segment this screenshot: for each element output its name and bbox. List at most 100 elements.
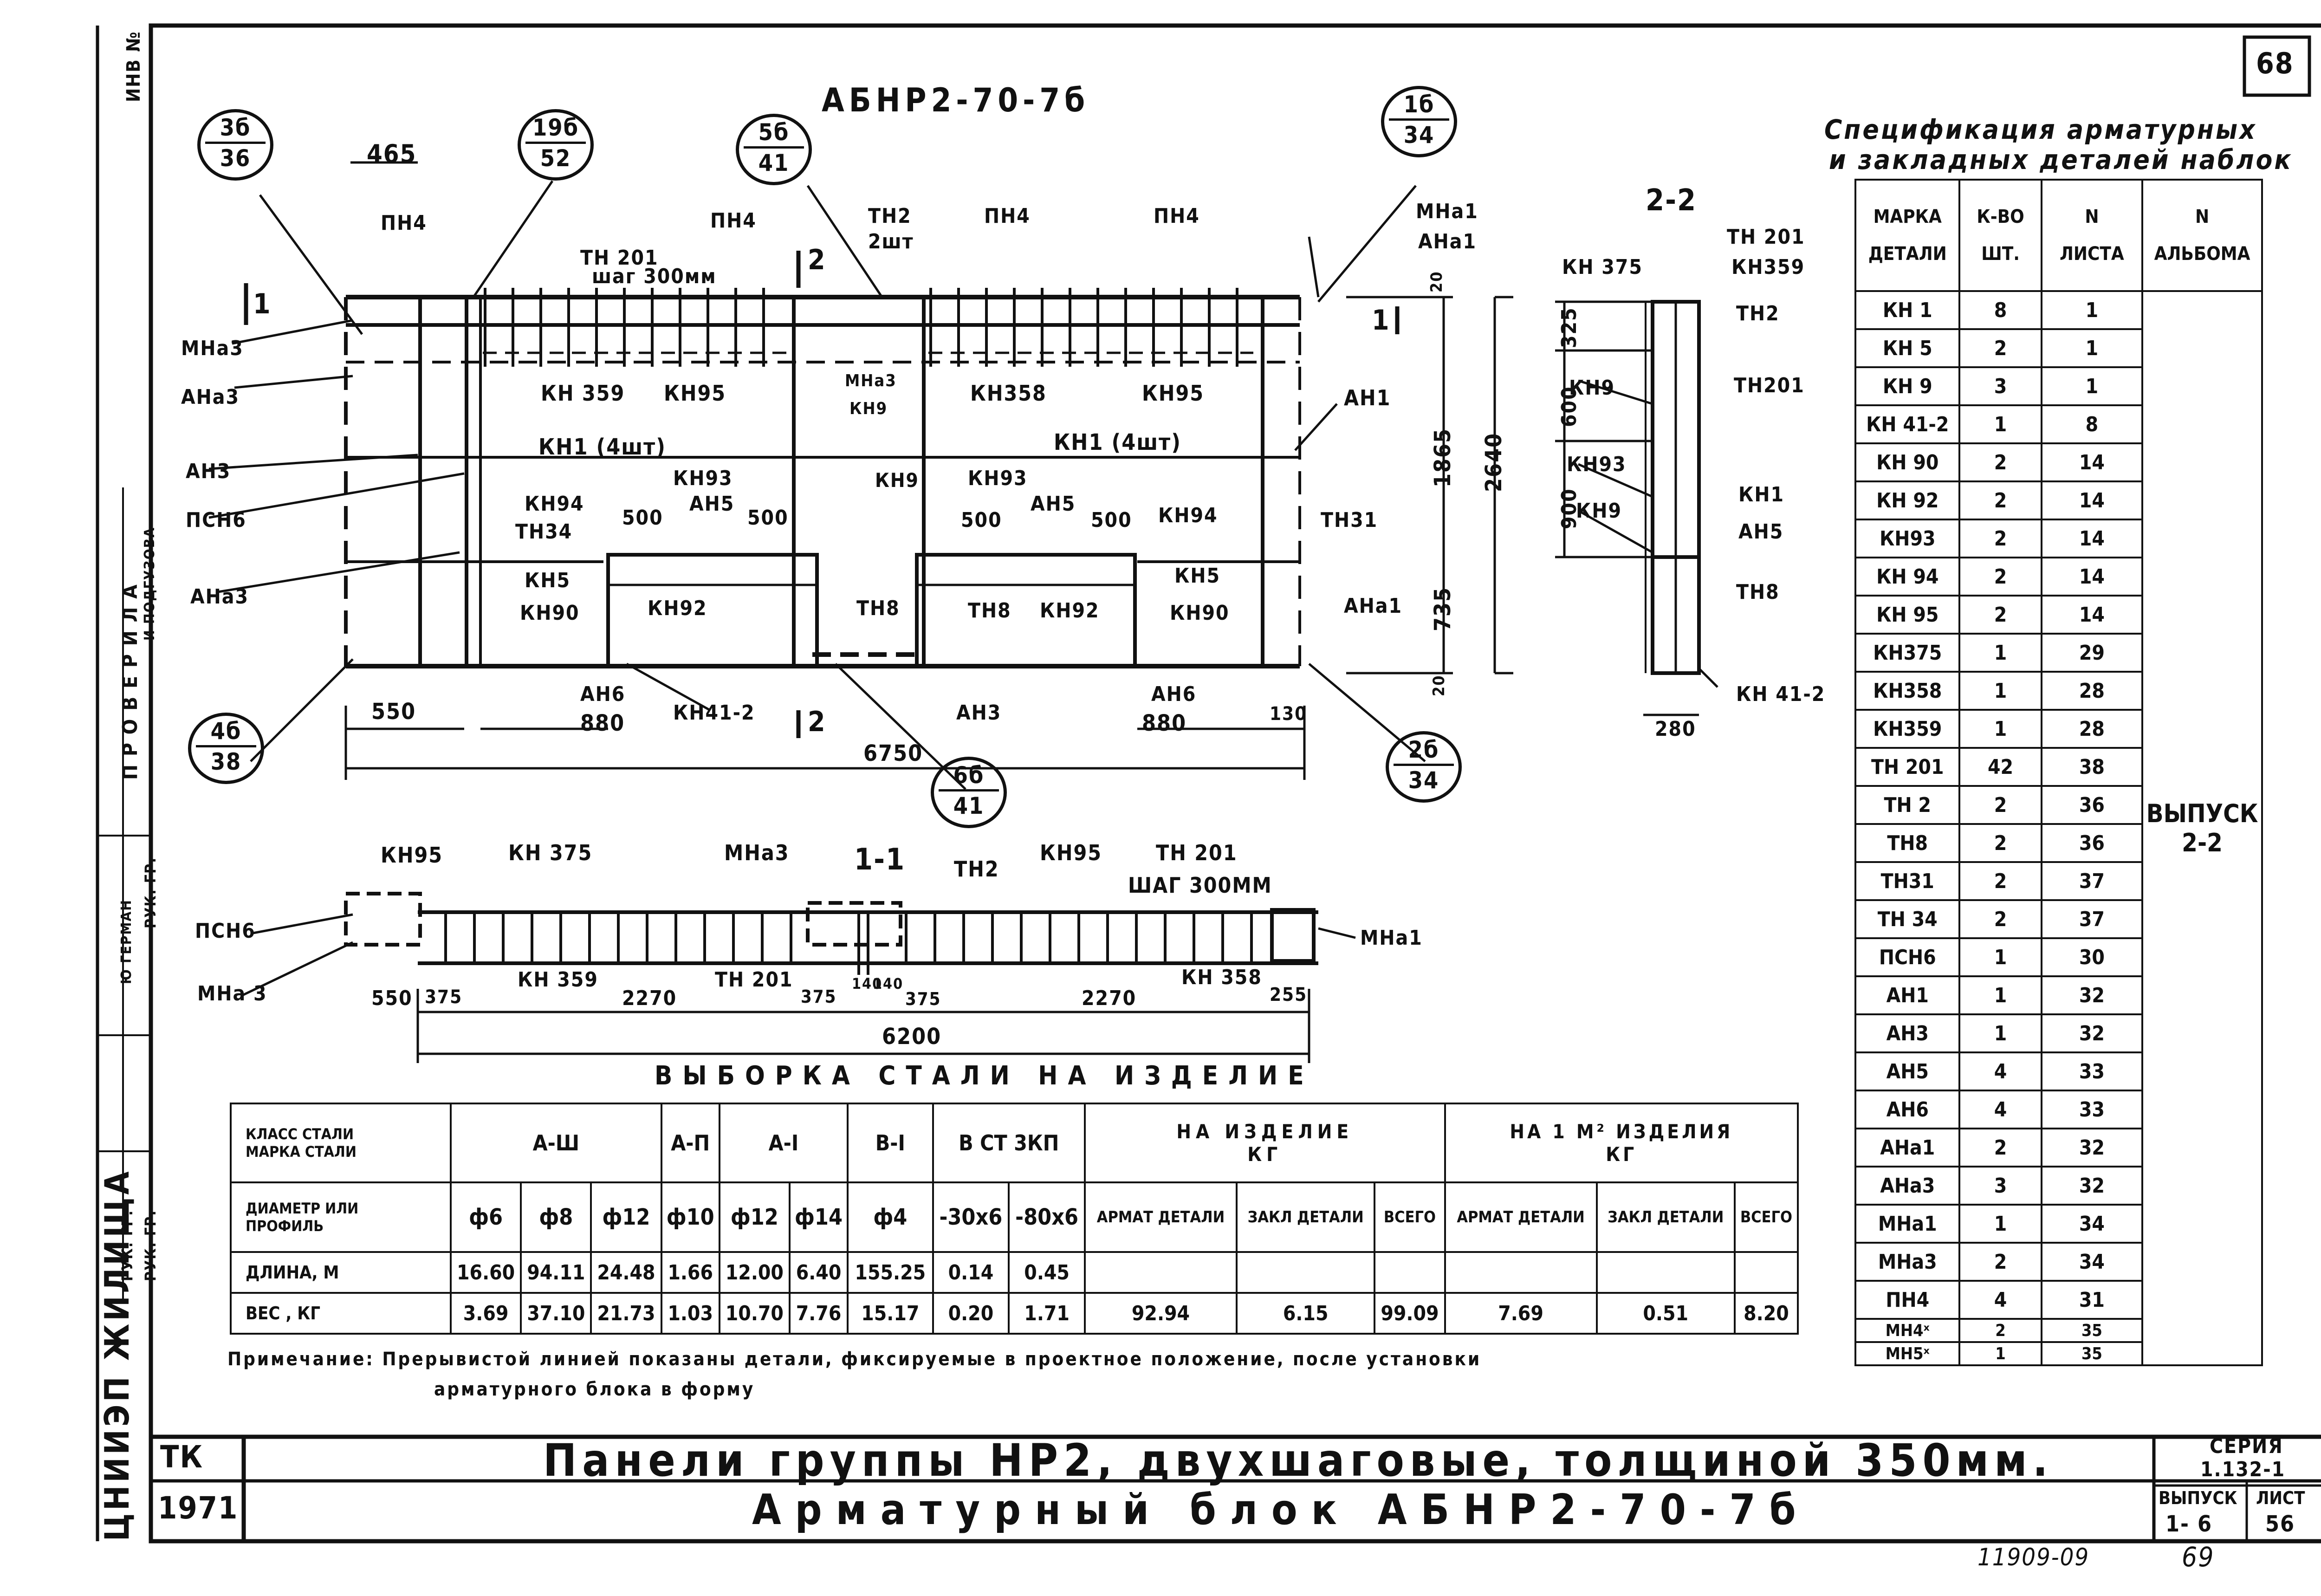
elevation-labels-kn90-b: КН90 bbox=[1170, 601, 1230, 625]
elevation-labels-kn359: КН 359 bbox=[541, 381, 625, 406]
spec-cell: КН358 bbox=[1854, 671, 1961, 711]
spec-cell: 32 bbox=[2040, 1128, 2144, 1168]
section22-labels-tn8: ТН8 bbox=[1736, 580, 1780, 604]
spec-cell: 2 bbox=[1958, 519, 2042, 558]
elevation-labels-kn5-b: КН5 bbox=[1174, 564, 1221, 588]
elevation-labels-ana3-b: АНа3 bbox=[190, 585, 249, 609]
section11-labels-kn95-a: КН95 bbox=[381, 843, 443, 868]
spec-cell: 14 bbox=[2040, 557, 2144, 597]
elevation-labels-d500-c: 500 bbox=[961, 508, 1002, 532]
steel-length: 12.00 bbox=[718, 1251, 791, 1294]
section22-labels-d600: 600 bbox=[1557, 386, 1581, 427]
section22-labels-an5: АН5 bbox=[1738, 520, 1784, 544]
elevation-labels-kn93-b: КН93 bbox=[968, 467, 1028, 490]
spec-cell: 4 bbox=[1958, 1280, 2042, 1320]
section22-labels-d280: 280 bbox=[1655, 717, 1696, 741]
spec-cell: 1 bbox=[1958, 1204, 2042, 1244]
steel-length: 6.40 bbox=[788, 1251, 849, 1294]
cut-mark-2-bottom: 2 bbox=[808, 706, 826, 738]
spec-cell: 14 bbox=[2040, 442, 2144, 482]
steel-weight: 8.20 bbox=[1733, 1292, 1799, 1335]
spec-cell: КН375 bbox=[1854, 633, 1961, 673]
section22-labels-d900: 900 bbox=[1557, 488, 1581, 529]
section11-labels-kn358: КН 358 bbox=[1181, 966, 1262, 989]
spec-cell: 2 bbox=[1958, 595, 2042, 635]
callout-detail: 5б bbox=[758, 119, 790, 146]
title-line2: Арматурный блок АБНР2-70-7б bbox=[752, 1486, 1810, 1534]
spec-cell: 2 bbox=[1958, 823, 2042, 863]
steel-empty bbox=[1595, 1251, 1736, 1294]
elevation-labels-kn41-2: КН41-2 bbox=[673, 701, 755, 725]
spec-cell: АН3 bbox=[1854, 1013, 1961, 1053]
elevation-labels-d500-d: 500 bbox=[1091, 508, 1132, 532]
steel-group: В СТ 3КП bbox=[932, 1103, 1086, 1183]
steel-diam: ф14 bbox=[788, 1181, 849, 1253]
elevation-labels-d130: 130 bbox=[1270, 703, 1308, 725]
callout-detail: 19б bbox=[532, 114, 579, 141]
callout-detail: 2б bbox=[1408, 736, 1439, 763]
spec-cell: ТН31 bbox=[1854, 861, 1961, 901]
steel-diam: ф10 bbox=[660, 1181, 720, 1253]
block-title: АБНР2-70-7б bbox=[822, 81, 1090, 119]
callout-sheet: 41 bbox=[758, 149, 790, 176]
section11-labels-mna3-b: МНа 3 bbox=[197, 982, 267, 1006]
steel-length: 1.66 bbox=[660, 1251, 720, 1294]
spec-cell: 29 bbox=[2040, 633, 2144, 673]
elevation-labels-d880-b: 880 bbox=[1142, 710, 1187, 736]
spec-cell: КН 41-2 bbox=[1854, 404, 1961, 444]
section11-labels-d375-b: 375 bbox=[801, 986, 837, 1007]
spec-cell: 37 bbox=[2040, 899, 2144, 939]
steel-title: ВЫБОРКА СТАЛИ НА ИЗДЕЛИЕ bbox=[655, 1061, 1314, 1091]
spec-cell: 34 bbox=[2040, 1204, 2144, 1244]
spec-cell: 37 bbox=[2040, 861, 2144, 901]
elevation-labels-an3-b: АН3 bbox=[956, 701, 1002, 725]
elevation-labels-tn34: ТН34 bbox=[515, 520, 573, 544]
spec-cell: 33 bbox=[2040, 1090, 2144, 1129]
spec-cell: 14 bbox=[2040, 595, 2144, 635]
section11-labels-psn6: ПСН6 bbox=[195, 919, 256, 943]
spec-cell: МНа1 bbox=[1854, 1204, 1961, 1244]
spec-cell: ПН4 bbox=[1854, 1280, 1961, 1320]
section11-labels-mna3: МНа3 bbox=[724, 840, 790, 865]
spec-cell: 2 bbox=[1958, 899, 2042, 939]
callout-detail: 6б bbox=[953, 762, 985, 789]
spec-cell: 1 bbox=[2040, 328, 2144, 368]
elevation-labels-pn4-c: ПН4 bbox=[984, 204, 1031, 228]
steel-diam: ф8 bbox=[520, 1181, 592, 1253]
section11-labels-d375-a: 375 bbox=[425, 986, 463, 1008]
section11-labels-step: ШАГ 300ММ bbox=[1128, 873, 1272, 898]
spec-cell: 32 bbox=[2040, 975, 2144, 1015]
section11-labels-d550: 550 bbox=[371, 986, 413, 1010]
elevation-labels-d20-top: 20 bbox=[1427, 271, 1446, 292]
elevation-labels-kn90-a: КН90 bbox=[520, 601, 580, 625]
sheet-value: 56 bbox=[2265, 1511, 2295, 1537]
spec-title-line1: Спецификация арматурных bbox=[1824, 114, 2257, 145]
spec-cell: 2 bbox=[1958, 442, 2042, 482]
steel-group: В-І bbox=[847, 1103, 934, 1183]
elevation-labels-kn94-a: КН94 bbox=[525, 492, 584, 516]
spec-cell: ТН 2 bbox=[1854, 785, 1961, 825]
spec-cell: ТН 34 bbox=[1854, 899, 1961, 939]
steel-subhead: ВСЕГО bbox=[1374, 1181, 1446, 1253]
cut-mark-1-right: 1 bbox=[1372, 304, 1390, 337]
elevation-labels-d500-a: 500 bbox=[622, 506, 663, 530]
steel-length: 24.48 bbox=[590, 1251, 662, 1294]
spec-cell: 38 bbox=[2040, 747, 2144, 787]
spec-cell: АНа1 bbox=[1854, 1128, 1961, 1168]
spec-cell: 3 bbox=[1958, 366, 2042, 406]
section11-labels-d2270-a: 2270 bbox=[622, 986, 677, 1010]
steel-head-weight: ВЕС , КГ bbox=[230, 1292, 452, 1335]
elevation-labels-pn4-b: ПН4 bbox=[710, 209, 757, 233]
elevation-labels-d20-bot: 20 bbox=[1430, 675, 1448, 696]
